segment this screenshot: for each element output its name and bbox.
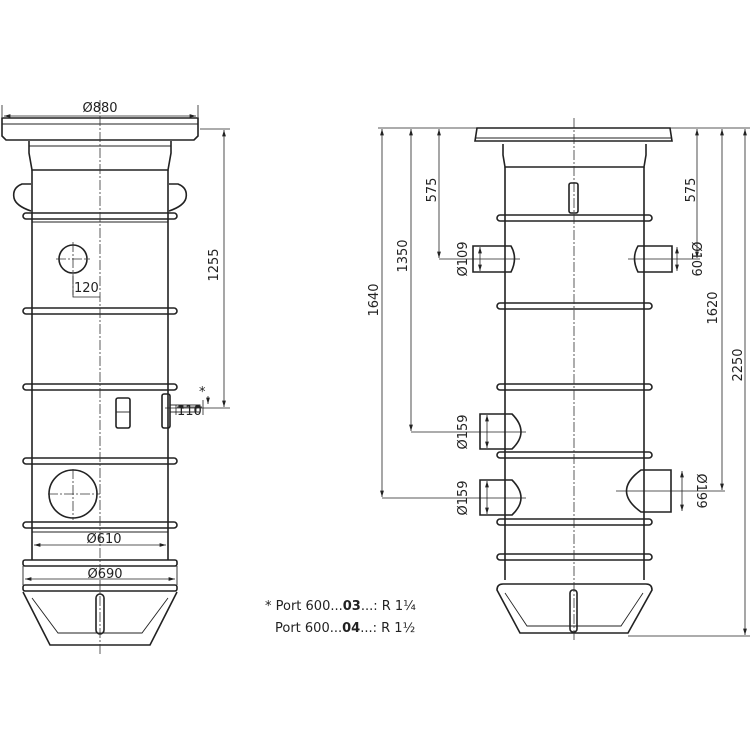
dim-d109-left: Ø109 xyxy=(456,241,471,276)
outlet-199 xyxy=(625,469,672,513)
dim-1640: 1640 xyxy=(367,283,382,316)
dim-575-right: 575 xyxy=(684,178,699,203)
body-rings xyxy=(496,214,653,561)
dim-pipe-offset: 110 xyxy=(177,404,202,419)
dim-d199: Ø199 xyxy=(693,473,708,508)
dim-1620: 1620 xyxy=(706,291,721,324)
handle-right xyxy=(168,183,188,212)
neck xyxy=(502,144,647,168)
cable-slot xyxy=(568,182,579,214)
inlet-109-left xyxy=(472,245,516,273)
dim-d159-upper: Ø159 xyxy=(456,414,471,449)
inlet-109-right xyxy=(633,245,673,273)
inlet-159-upper xyxy=(479,413,522,450)
dim-d159-lower: Ø159 xyxy=(456,480,471,515)
dim-outlet-height: 1255 xyxy=(207,248,222,281)
footnote-line-1: * Port 600...03...: R 1¼ xyxy=(265,599,416,614)
cover-lid xyxy=(474,127,673,142)
left-view-dimensions: Ø880 1255 120 * 110 Ø610 Ø690 xyxy=(1,101,230,582)
right-view-shaft xyxy=(472,118,673,640)
base-rib xyxy=(569,589,578,633)
dim-body-diameter: Ø610 xyxy=(86,532,121,547)
dim-asterisk: * xyxy=(199,385,206,400)
right-view-dimensions: 575 1350 1640 Ø109 Ø159 Ø159 575 Ø109 16… xyxy=(367,127,750,637)
dim-575-left: 575 xyxy=(425,178,440,203)
dim-d109-right: Ø109 xyxy=(688,241,703,276)
dim-base-diameter: Ø690 xyxy=(87,567,122,582)
inlet-159-lower xyxy=(479,479,522,516)
dim-offset: 120 xyxy=(74,281,99,296)
dim-1350: 1350 xyxy=(396,239,411,272)
footnote-line-2: Port 600...04...: R 1½ xyxy=(275,621,415,636)
cable-slot xyxy=(115,397,131,429)
dim-cover-diameter: Ø880 xyxy=(82,101,117,116)
cover-lid xyxy=(1,117,199,141)
handle-left xyxy=(12,183,32,212)
base-foot xyxy=(496,583,653,634)
dim-2250: 2250 xyxy=(731,348,746,381)
left-view-shaft xyxy=(1,100,201,655)
